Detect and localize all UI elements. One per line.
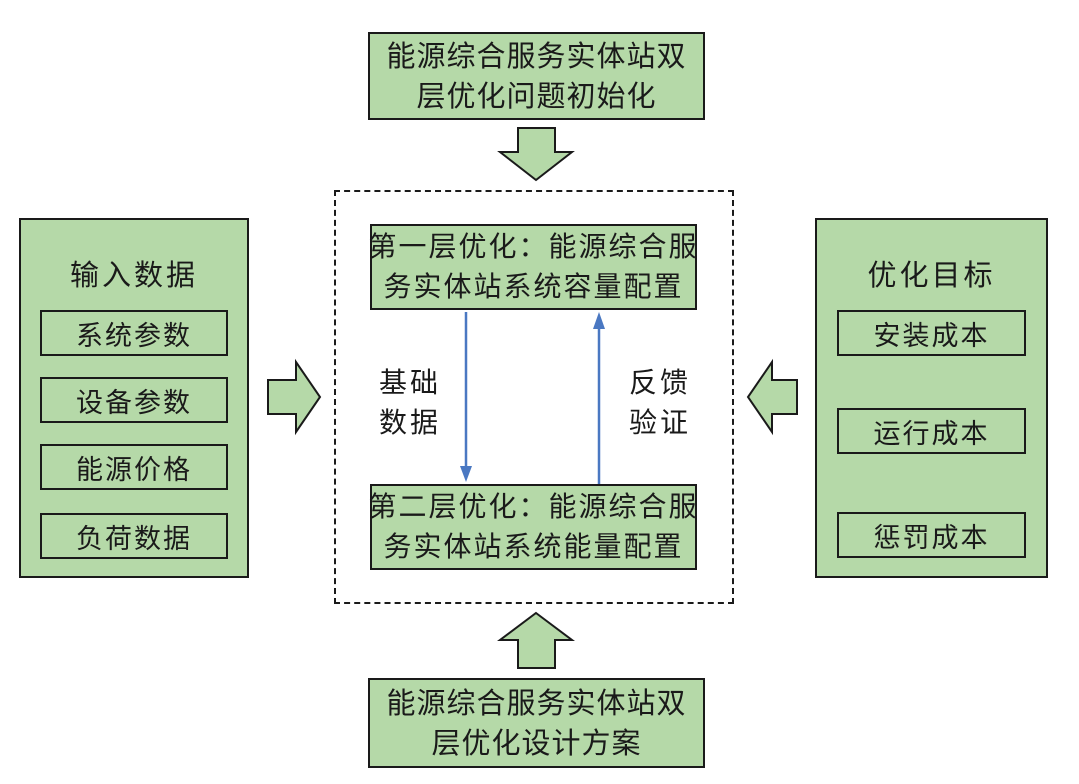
input-item-load-data: 负荷数据 <box>40 513 228 559</box>
design-scheme-line-1: 能源综合服务实体站双 <box>386 686 687 720</box>
basic-data-label: 基础 数据 <box>378 363 442 443</box>
input-data-panel: 输入数据 系统参数 设备参数 能源价格 负荷数据 <box>19 218 249 578</box>
design-scheme-line-2: 层优化设计方案 <box>431 726 642 760</box>
feedback-label: 反馈 验证 <box>628 363 692 443</box>
second-layer-line-1: 第二层优化：能源综合服 <box>368 490 699 523</box>
first-layer-line-2: 务实体站系统容量配置 <box>383 270 684 303</box>
initialization-line-2: 层优化问题初始化 <box>416 79 657 113</box>
objective-item-penalty-cost: 惩罚成本 <box>837 512 1026 558</box>
objective-item-install-cost: 安装成本 <box>837 310 1026 356</box>
left-block-arrow <box>746 358 798 436</box>
feedback-arrow-head <box>593 312 605 329</box>
input-item-energy-price: 能源价格 <box>40 444 228 490</box>
basic-data-line-1: 基础 <box>378 366 441 399</box>
basic-data-arrow-head <box>460 466 472 482</box>
objective-title: 优化目标 <box>867 258 996 292</box>
input-item-system-params: 系统参数 <box>40 310 228 356</box>
bilevel-optimization-container <box>334 190 734 604</box>
up-block-arrow <box>497 611 575 669</box>
design-scheme-box: 能源综合服务实体站双 层优化设计方案 <box>368 678 705 768</box>
initialization-box: 能源综合服务实体站双 层优化问题初始化 <box>368 32 705 120</box>
right-block-arrow <box>267 358 322 436</box>
input-item-equipment-params: 设备参数 <box>40 377 228 423</box>
feedback-line-2: 验证 <box>628 406 691 439</box>
down-block-arrow <box>497 127 575 182</box>
initialization-line-1: 能源综合服务实体站双 <box>386 39 687 73</box>
optimization-objective-panel: 优化目标 安装成本 运行成本 惩罚成本 <box>815 218 1048 578</box>
input-data-title: 输入数据 <box>69 258 198 292</box>
first-layer-box: 第一层优化：能源综合服 务实体站系统容量配置 <box>368 224 699 310</box>
second-layer-line-2: 务实体站系统能量配置 <box>383 530 684 563</box>
basic-data-line-2: 数据 <box>378 406 441 439</box>
second-layer-box: 第二层优化：能源综合服 务实体站系统能量配置 <box>368 484 699 570</box>
objective-item-operation-cost: 运行成本 <box>837 408 1026 454</box>
first-layer-line-1: 第一层优化：能源综合服 <box>368 230 699 263</box>
feedback-line-1: 反馈 <box>628 366 691 399</box>
